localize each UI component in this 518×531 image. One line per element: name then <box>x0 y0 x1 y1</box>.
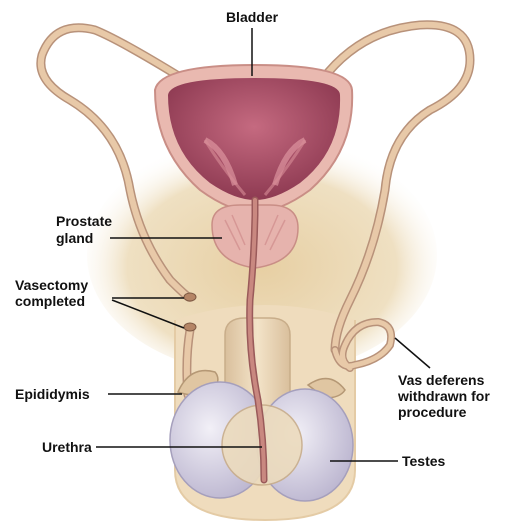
vasectomy-label-line1: Vasectomy <box>15 277 88 293</box>
prostate-label-line2: gland <box>56 230 93 246</box>
vas-label-line3: procedure <box>398 404 467 420</box>
vas-label-line1: Vas deferens <box>398 372 485 388</box>
urethra-label: Urethra <box>42 439 92 455</box>
vasectomy-label-line2: completed <box>15 293 85 309</box>
vas-label-line2: withdrawn for <box>397 388 490 404</box>
prostate-label-line1: Prostate <box>56 213 112 229</box>
bladder-label: Bladder <box>226 9 279 25</box>
epididymis-label: Epididymis <box>15 386 90 402</box>
testes-label: Testes <box>402 453 446 469</box>
vas-leader <box>395 338 430 368</box>
